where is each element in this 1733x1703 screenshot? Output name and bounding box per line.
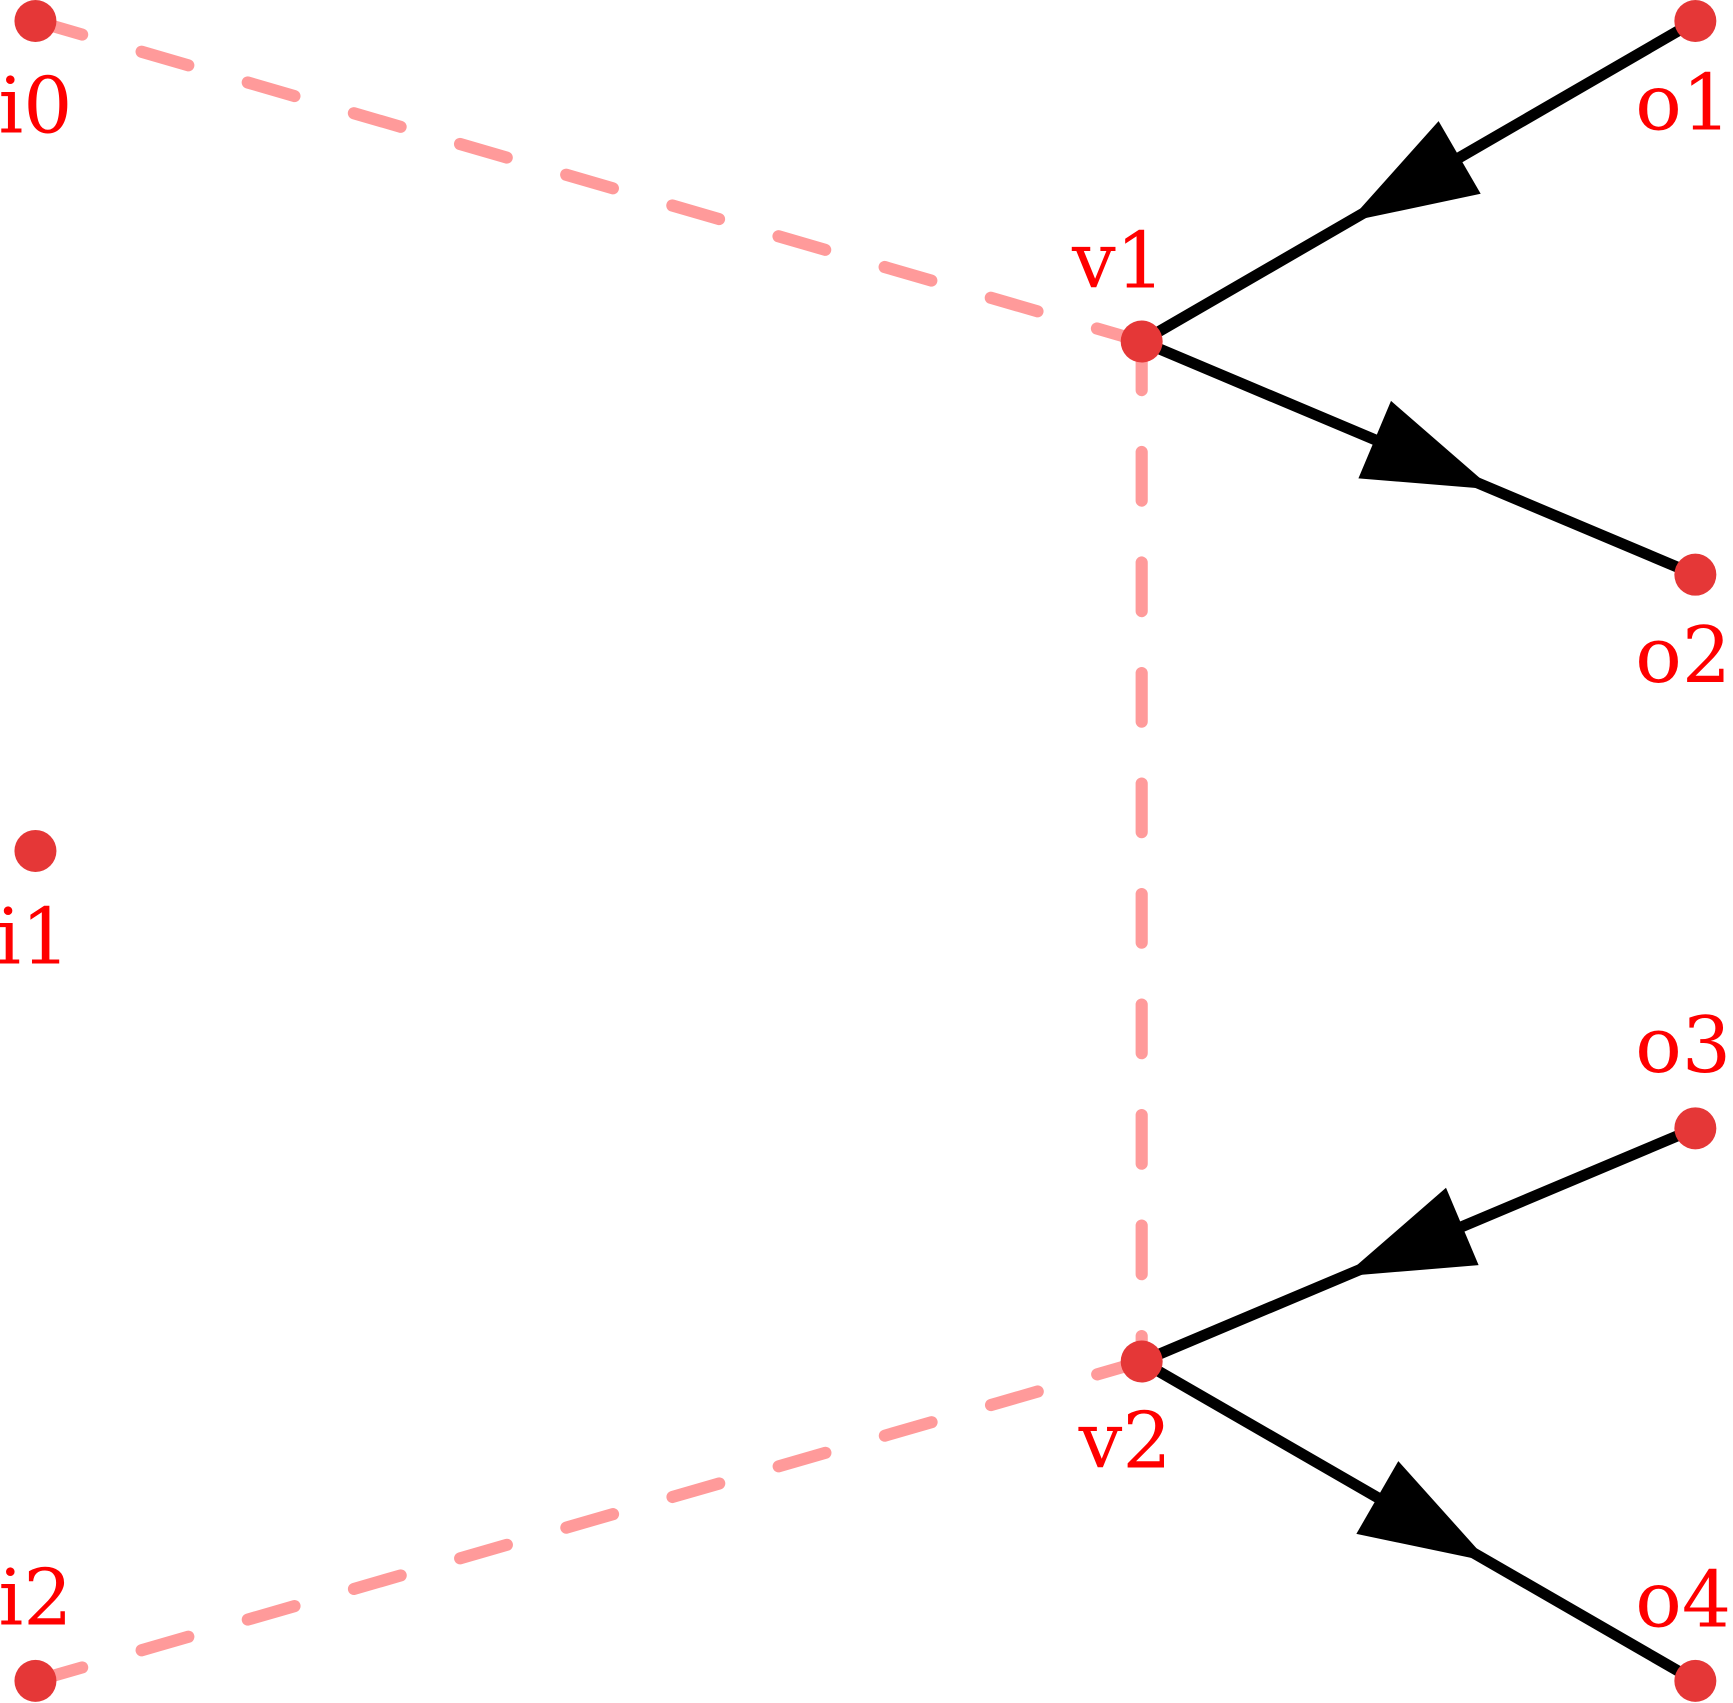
edge-i2-v2	[29, 1355, 1148, 1687]
edge-i0-v1	[29, 14, 1148, 348]
node-v2	[1120, 1340, 1163, 1383]
node-i2	[14, 1659, 57, 1702]
node-label-o2: o2	[1635, 611, 1731, 701]
arrowhead-icon	[1348, 121, 1481, 222]
node-v1	[1120, 320, 1163, 363]
node-o2	[1674, 553, 1717, 596]
arrowhead-icon	[1356, 1461, 1489, 1562]
node-label-o3: o3	[1635, 1001, 1731, 1091]
node-o1	[1674, 0, 1717, 42]
node-o3	[1674, 1107, 1717, 1150]
node-label-i1: i1	[0, 893, 70, 983]
node-label-o4: o4	[1635, 1556, 1731, 1646]
node-o4	[1674, 1659, 1717, 1702]
arrowhead-icon	[1344, 1187, 1479, 1277]
node-label-v1: v1	[1071, 216, 1165, 306]
node-label-v2: v2	[1078, 1397, 1172, 1487]
node-label-o1: o1	[1635, 58, 1731, 148]
node-i1	[14, 829, 57, 872]
node-label-i0: i0	[0, 62, 72, 152]
arrowhead-icon	[1358, 400, 1493, 490]
node-label-i2: i2	[0, 1554, 72, 1644]
node-i0	[14, 0, 57, 42]
